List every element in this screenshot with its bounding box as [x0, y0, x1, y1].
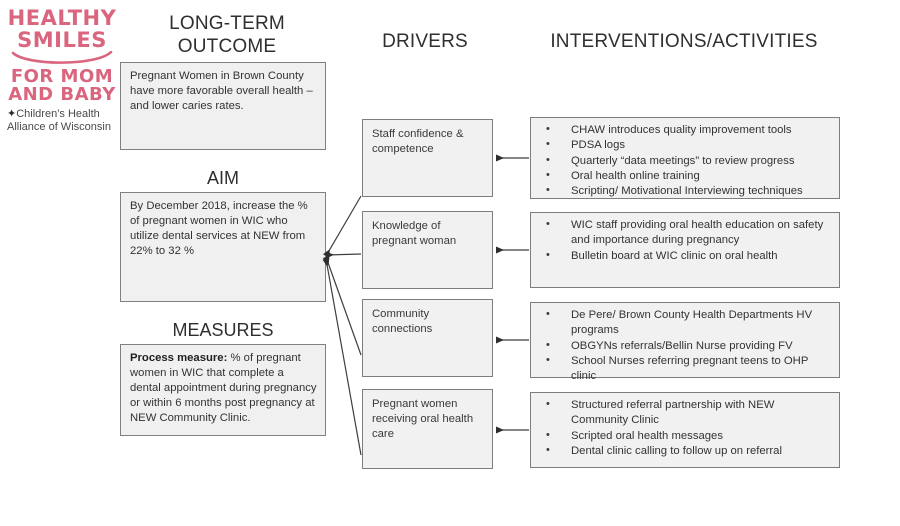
intervention-list-2: WIC staff providing oral health educatio… [537, 217, 833, 264]
measures-box: Process measure: % of pregnant women in … [120, 344, 326, 436]
driver-label-3: Community connections [372, 308, 433, 336]
driver-label-4: Pregnant women receiving oral health car… [372, 398, 474, 441]
intervention-item: Scripting/ Motivational Interviewing tec… [546, 183, 833, 199]
measures-label: Process measure: [130, 352, 228, 364]
intervention-item: PDSA logs [546, 137, 833, 153]
connector-aim-to-driver-3 [322, 255, 362, 356]
driver-label-2: Knowledge of pregnant woman [372, 220, 457, 248]
heading-outcome-line2: OUTCOME [177, 36, 277, 58]
aim-box: By December 2018, increase the % of preg… [120, 192, 326, 302]
logo-line-for-mom: FOR MOM [10, 65, 114, 87]
intervention-item: WIC staff providing oral health educatio… [546, 217, 833, 249]
intervention-box-4: Structured referral partnership with NEW… [530, 392, 840, 468]
driver-box-oral-health-care: Pregnant women receiving oral health car… [362, 389, 493, 469]
intervention-item: De Pere/ Brown County Health Departments… [546, 307, 833, 339]
heading-drivers: DRIVERS [382, 31, 468, 52]
heading-long-term-outcome: LONG-TERM OUTCOME [122, 12, 332, 58]
intervention-item: CHAW introduces quality improvement tool… [546, 122, 833, 138]
heading-measures: MEASURES [172, 320, 274, 340]
intervention-box-2: WIC staff providing oral health educatio… [530, 212, 840, 288]
intervention-list-1: CHAW introduces quality improvement tool… [537, 122, 833, 200]
logo-line-healthy: HEALTHY [7, 6, 117, 30]
star-icon: ✦ [7, 108, 17, 121]
intervention-item: Bulletin board at WIC clinic on oral hea… [546, 248, 833, 264]
intervention-item: Quarterly “data meetings” to review prog… [546, 153, 833, 169]
connector-aim-to-driver-1 [322, 195, 362, 258]
intervention-list-4: Structured referral partnership with NEW… [537, 397, 833, 459]
logo-line-smiles: SMILES [17, 27, 107, 52]
driver-label-1: Staff confidence & competence [372, 128, 464, 156]
driver-box-staff-confidence: Staff confidence & competence [362, 119, 493, 197]
healthy-smiles-logo: HEALTHY SMILES FOR MOM AND BABY ✦Childre… [4, 6, 120, 158]
driver-box-community-connections: Community connections [362, 299, 493, 377]
heading-interventions: INTERVENTIONS/ACTIVITIES [550, 31, 818, 52]
driver-box-knowledge: Knowledge of pregnant woman [362, 211, 493, 289]
intervention-list-3: De Pere/ Brown County Health Departments… [537, 307, 833, 385]
measures-body: % of pregnant women in WIC that complete… [130, 352, 317, 424]
heading-aim: AIM [206, 168, 239, 188]
aim-text: By December 2018, increase the % of preg… [130, 200, 308, 257]
organization-line-1: Children’s Health [16, 108, 100, 121]
intervention-item: School Nurses referring pregnant teens t… [546, 353, 833, 385]
intervention-item: Dental clinic calling to follow up on re… [546, 443, 833, 459]
long-term-outcome-box: Pregnant Women in Brown County have more… [120, 62, 326, 150]
heading-outcome-line1: LONG-TERM [169, 13, 285, 34]
intervention-item: OBGYNs referrals/Bellin Nurse providing … [546, 338, 833, 354]
connector-aim-to-driver-2 [325, 251, 362, 259]
logo-line-and-baby: AND BABY [8, 84, 116, 106]
connector-aim-to-driver-4 [322, 258, 362, 456]
organization-name: ✦Children’s Health Alliance of Wisconsin [4, 108, 120, 133]
intervention-item: Scripted oral health messages [546, 428, 833, 444]
smile-curve-icon [11, 50, 113, 64]
organization-line-2: Alliance of Wisconsin [7, 120, 111, 133]
intervention-box-1: CHAW introduces quality improvement tool… [530, 117, 840, 199]
intervention-item: Oral health online training [546, 168, 833, 184]
measures-text: Process measure: % of pregnant women in … [130, 351, 317, 426]
long-term-outcome-text: Pregnant Women in Brown County have more… [130, 70, 313, 112]
intervention-item: Structured referral partnership with NEW… [546, 397, 833, 429]
intervention-box-3: De Pere/ Brown County Health Departments… [530, 302, 840, 382]
